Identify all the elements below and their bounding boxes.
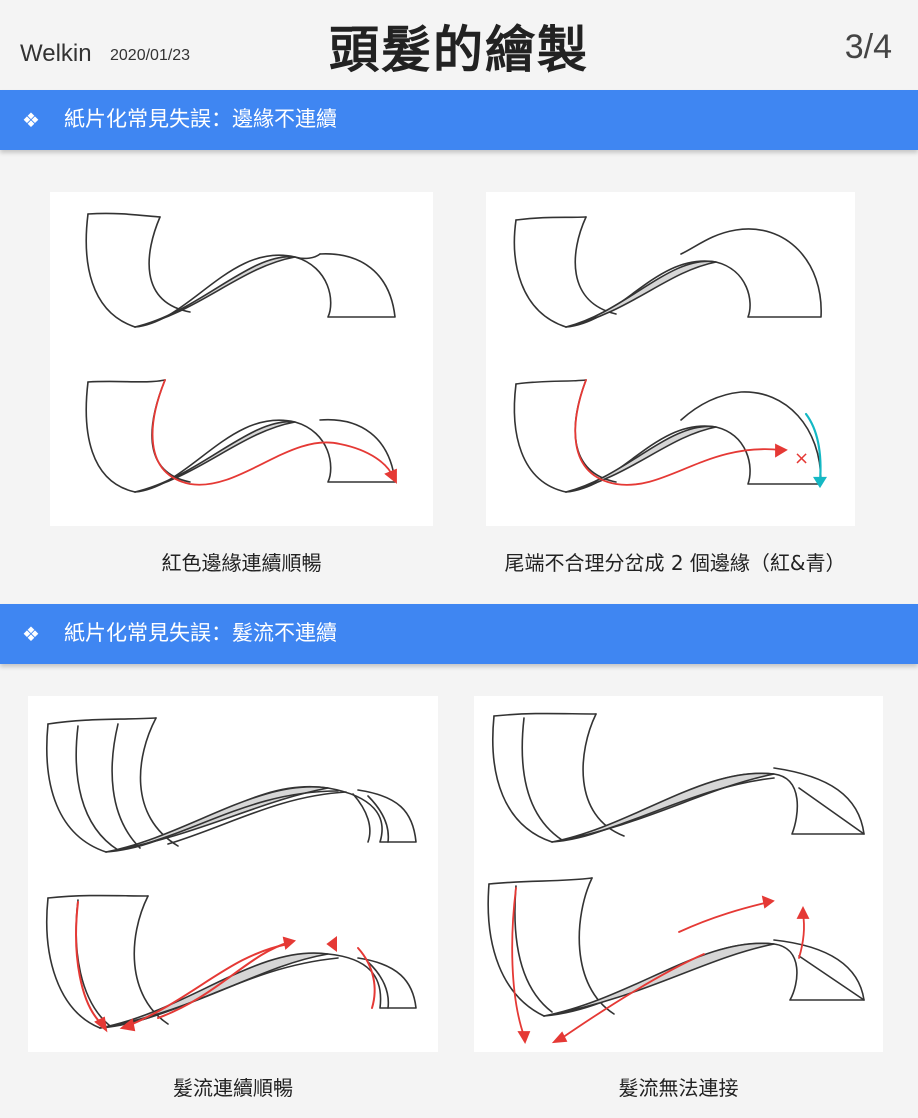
author-name: Welkin	[20, 40, 92, 67]
caption-flow-broken: 髮流無法連接	[618, 1076, 739, 1100]
caption-edge-continuous: 紅色邊緣連續順暢	[161, 551, 322, 575]
page-title: 頭髮的繪製	[329, 21, 589, 79]
illustration-edge-forked: ×	[486, 192, 855, 526]
page-header: Welkin 2020/01/23 頭髮的繪製 3/4	[0, 0, 918, 90]
illustration-flow-broken	[474, 696, 883, 1052]
diamond-bullet-icon: ❖	[22, 622, 40, 646]
section-heading-flow: ❖ 紙片化常見失誤：髮流不連續	[0, 604, 918, 664]
caption-edge-forked: 尾端不合理分岔成 2 個邊緣（紅&青）	[504, 551, 846, 575]
diamond-bullet-icon: ❖	[22, 108, 40, 132]
page-number: 3/4	[844, 28, 892, 66]
error-mark: ×	[794, 448, 809, 469]
section-heading-text: 紙片化常見失誤：髮流不連續	[64, 621, 337, 645]
section-heading-text: 紙片化常見失誤：邊緣不連續	[64, 107, 337, 131]
illustration-edge-continuous	[50, 192, 433, 526]
section-heading-edge: ❖ 紙片化常見失誤：邊緣不連續	[0, 90, 918, 150]
caption-flow-continuous: 髮流連續順暢	[173, 1076, 293, 1100]
publish-date: 2020/01/23	[110, 47, 191, 64]
illustration-flow-continuous	[28, 696, 438, 1052]
